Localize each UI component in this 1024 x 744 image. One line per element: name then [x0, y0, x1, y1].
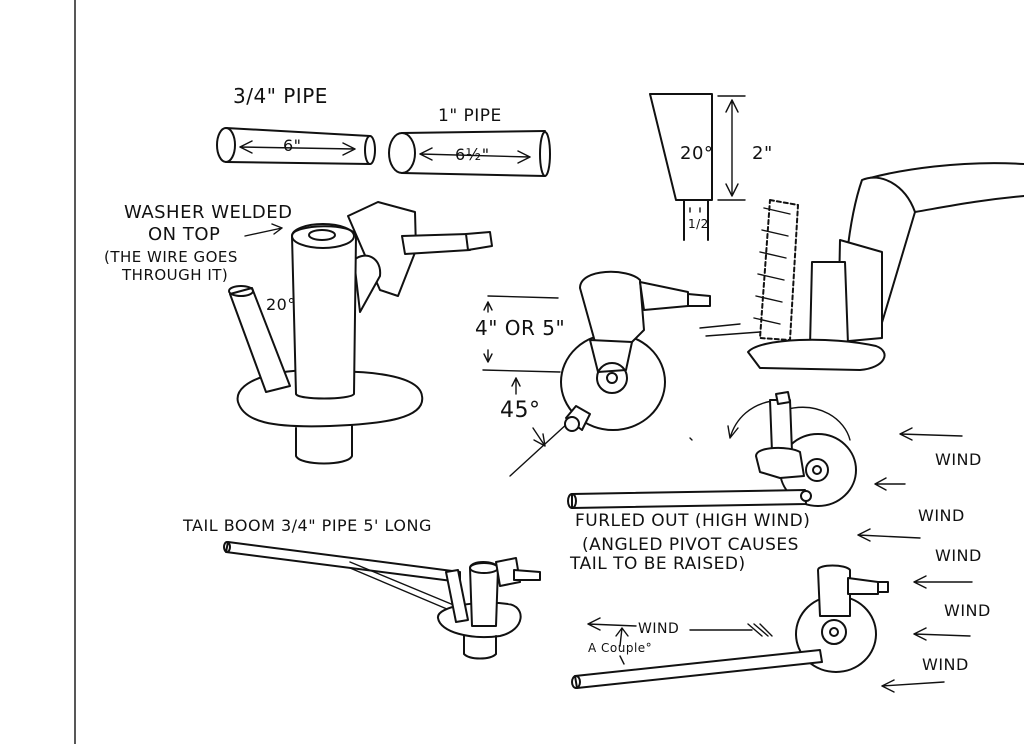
washer-arrow	[244, 223, 283, 237]
one-inch-pipe	[388, 130, 551, 177]
offset-height-label: 4" OR 5"	[475, 316, 566, 340]
wedge-base-label: 1/2	[688, 217, 709, 231]
wind-label-1: WIND	[935, 450, 982, 469]
offset-side-view	[482, 270, 711, 477]
tapered-wedge	[649, 93, 746, 241]
washer-label-line2: ON TOP	[148, 224, 221, 245]
wind-label-4: WIND	[944, 601, 991, 620]
furled-label-line2: (ANGLED PIVOT CAUSES	[582, 535, 799, 555]
pipe-angle-label: 20°	[266, 295, 296, 314]
three-quarter-pipe-length: 6"	[283, 136, 302, 155]
couple-degrees-label: A Couple°	[588, 641, 653, 655]
tail-boom-assembly	[223, 541, 541, 660]
one-inch-pipe-label: 1" PIPE	[438, 106, 502, 126]
three-quarter-pipe	[216, 127, 376, 165]
wind-label-2: WIND	[918, 506, 965, 525]
wind-label-5: WIND	[922, 655, 969, 674]
angle-fortyfive-label: 45°	[500, 398, 541, 423]
furled-label-line3: TAIL TO BE RAISED)	[570, 554, 746, 574]
furled-label-line1: FURLED OUT (HIGH WIND)	[575, 511, 811, 531]
one-inch-pipe-length: 6½"	[455, 145, 490, 164]
three-quarter-pipe-label: 3/4" PIPE	[233, 84, 328, 108]
wind-arrows	[857, 427, 973, 693]
wire-note-line2: THROUGH IT)	[122, 266, 229, 284]
dot-mark	[689, 437, 693, 441]
wind-label-3: WIND	[935, 546, 982, 565]
wedge-angle-label: 20°	[680, 143, 714, 164]
tail-boom-label: TAIL BOOM 3/4" PIPE 5' LONG	[183, 516, 432, 535]
wedge-height-label: 2"	[752, 143, 773, 164]
furled-out-view	[567, 391, 857, 509]
wire-note-line1: (THE WIRE GOES	[104, 248, 238, 266]
washer-label-line1: WASHER WELDED	[124, 202, 293, 223]
pivot-assembly	[228, 201, 493, 465]
mounted-view	[699, 162, 1024, 371]
running-view	[571, 564, 889, 689]
wind-direction-label: WIND	[638, 621, 680, 637]
